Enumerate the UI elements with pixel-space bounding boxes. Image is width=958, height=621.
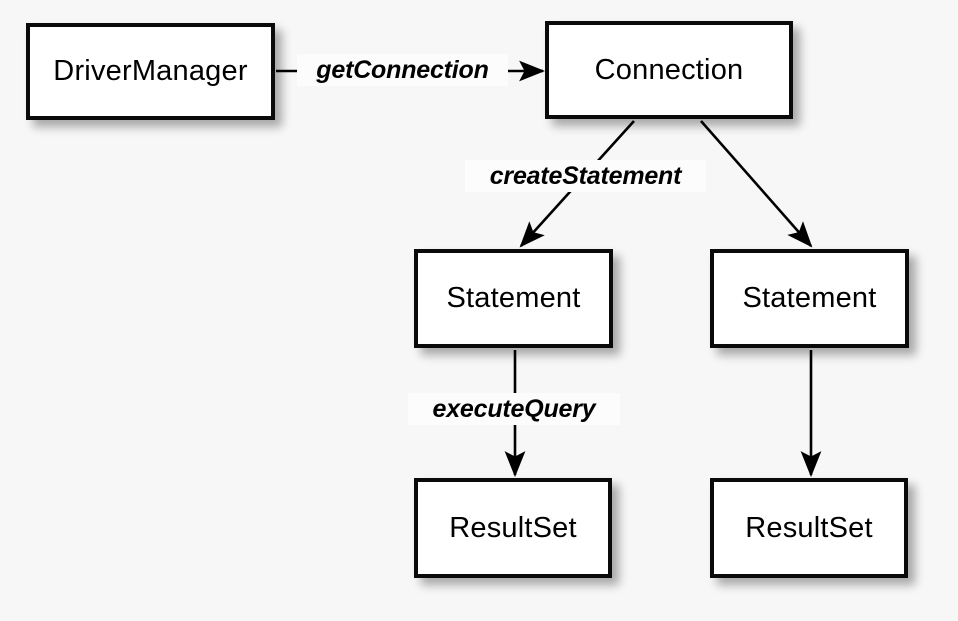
node-resultset-left[interactable]: ResultSet bbox=[414, 478, 612, 578]
node-connection[interactable]: Connection bbox=[545, 21, 793, 119]
node-statement-right[interactable]: Statement bbox=[710, 249, 909, 348]
node-label-driver-manager: DriverManager bbox=[53, 55, 248, 87]
edge-label-get-connection: getConnection bbox=[297, 54, 508, 86]
node-driver-manager[interactable]: DriverManager bbox=[26, 23, 275, 120]
node-statement-left[interactable]: Statement bbox=[414, 249, 613, 348]
node-label-statement-left: Statement bbox=[446, 282, 581, 314]
edge-label-create-statement: createStatement bbox=[465, 160, 706, 192]
node-resultset-right[interactable]: ResultSet bbox=[710, 478, 908, 578]
node-label-connection: Connection bbox=[594, 53, 744, 86]
node-label-statement-right: Statement bbox=[742, 282, 877, 314]
edge-line-create-statement-2 bbox=[700, 120, 813, 248]
node-label-resultset-right: ResultSet bbox=[745, 511, 873, 544]
node-label-resultset-left: ResultSet bbox=[449, 511, 577, 544]
edge-label-execute-query: executeQuery bbox=[408, 393, 620, 425]
